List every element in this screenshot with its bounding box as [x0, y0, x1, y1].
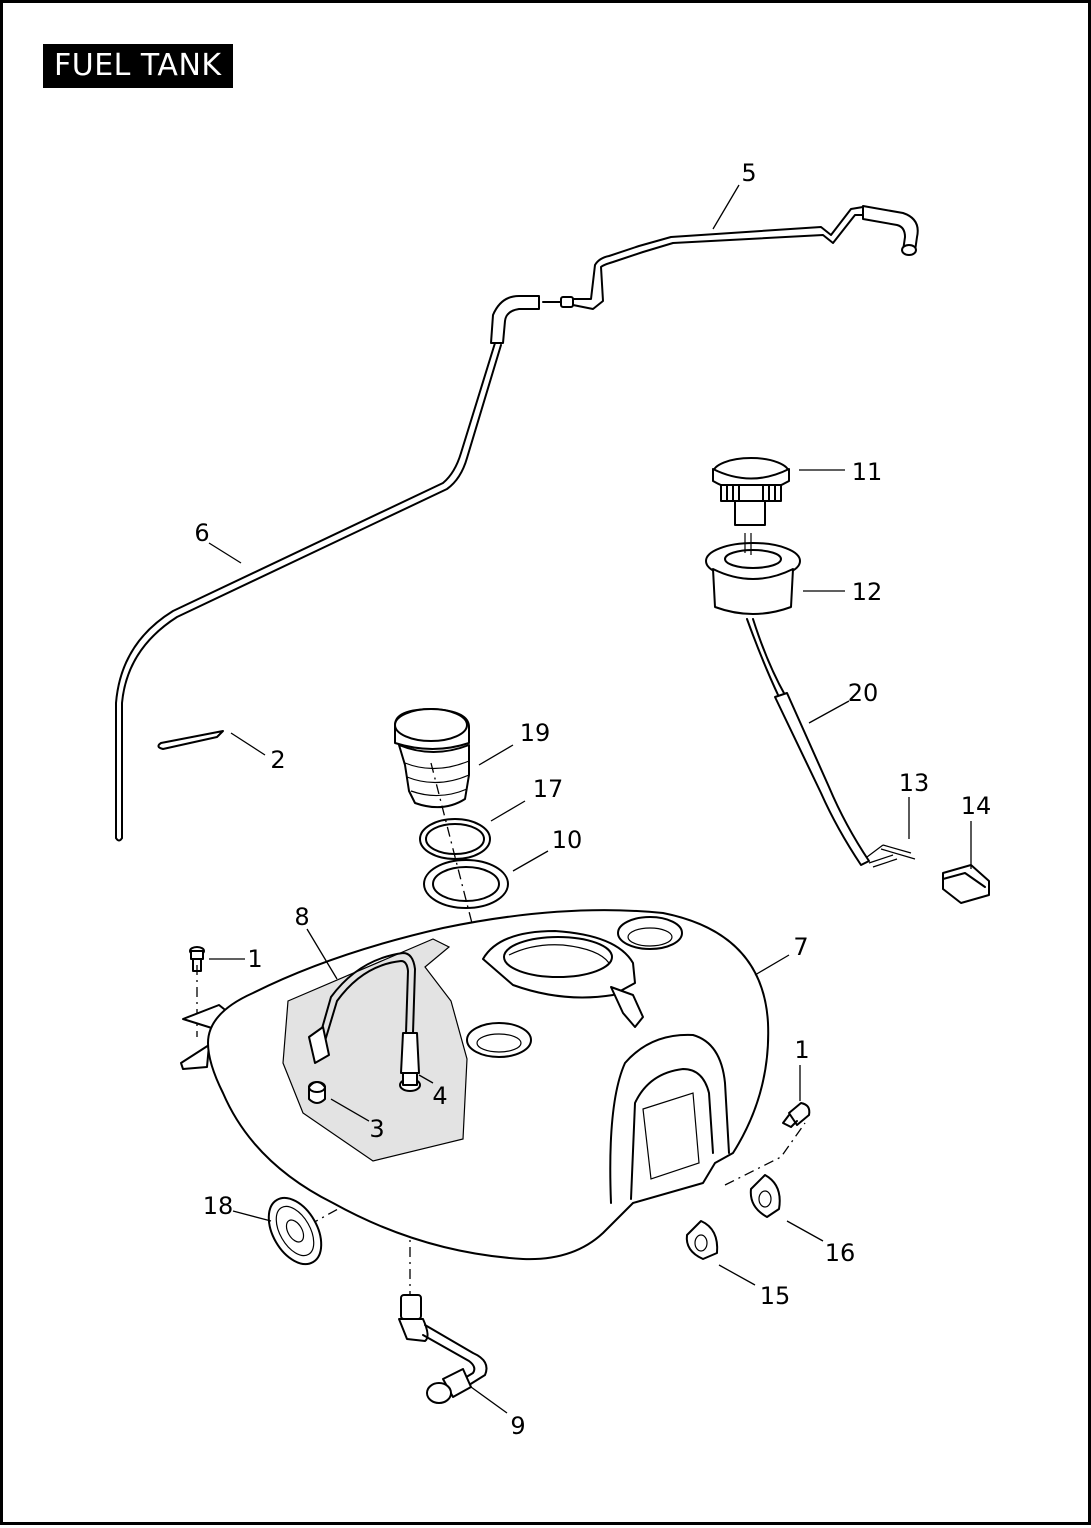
- callout-9: 9: [510, 1412, 525, 1440]
- parts-illustration: 5 6 11 12 20 2 19 17 10 13 14 8 7 1 1 4 …: [115, 159, 991, 1440]
- assembly-line-medallion: [308, 1150, 444, 1226]
- diagram-title: FUEL TANK: [43, 44, 233, 88]
- part-18-medallion: [267, 1196, 323, 1266]
- callout-20: 20: [848, 679, 879, 707]
- part-3-fitting: [308, 1081, 326, 1104]
- callout-1-left: 1: [247, 945, 262, 973]
- part-11-gauge: [712, 457, 790, 526]
- callout-12: 12: [852, 578, 883, 606]
- part-10-gasket: [423, 859, 509, 909]
- part-19-filler-neck: [394, 708, 470, 809]
- callout-14: 14: [961, 792, 992, 820]
- vent-hose: [115, 205, 919, 842]
- callout-11: 11: [852, 458, 883, 486]
- callout-18: 18: [203, 1192, 234, 1220]
- callout-5: 5: [741, 159, 756, 187]
- part-12-housing: [705, 533, 801, 615]
- callout-16: 16: [825, 1239, 856, 1267]
- part-16-mount: [749, 1174, 781, 1218]
- callouts: 5 6 11 12 20 2 19 17 10 13 14 8 7 1 1 4 …: [194, 159, 991, 1440]
- callout-19: 19: [520, 719, 551, 747]
- callout-13: 13: [899, 769, 930, 797]
- callout-1-right: 1: [794, 1036, 809, 1064]
- callout-17: 17: [533, 775, 564, 803]
- part-15-mount: [685, 1220, 719, 1260]
- callout-6: 6: [194, 519, 209, 547]
- callout-3: 3: [369, 1115, 384, 1143]
- part-17-ring: [419, 818, 491, 860]
- leader-lines: [208, 184, 972, 1414]
- part-1-bolt-right: [782, 1102, 811, 1128]
- part-9-outlet-line: [398, 1294, 488, 1404]
- part-20-harness: [746, 618, 916, 868]
- callout-7: 7: [793, 933, 808, 961]
- part-4-fitting: [399, 1072, 421, 1092]
- callout-2: 2: [270, 746, 285, 774]
- part-14-connector: [942, 864, 990, 904]
- part-7-tank-body: [207, 909, 770, 1261]
- callout-15: 15: [760, 1282, 791, 1310]
- assembly-line-bracket: [724, 1122, 806, 1186]
- part-2-clip: [157, 730, 224, 750]
- callout-8: 8: [294, 903, 309, 931]
- callout-10: 10: [552, 826, 583, 854]
- part-1-bolt-left: [189, 946, 205, 972]
- callout-4: 4: [432, 1082, 447, 1110]
- part-8-fuel-line: [308, 952, 420, 1074]
